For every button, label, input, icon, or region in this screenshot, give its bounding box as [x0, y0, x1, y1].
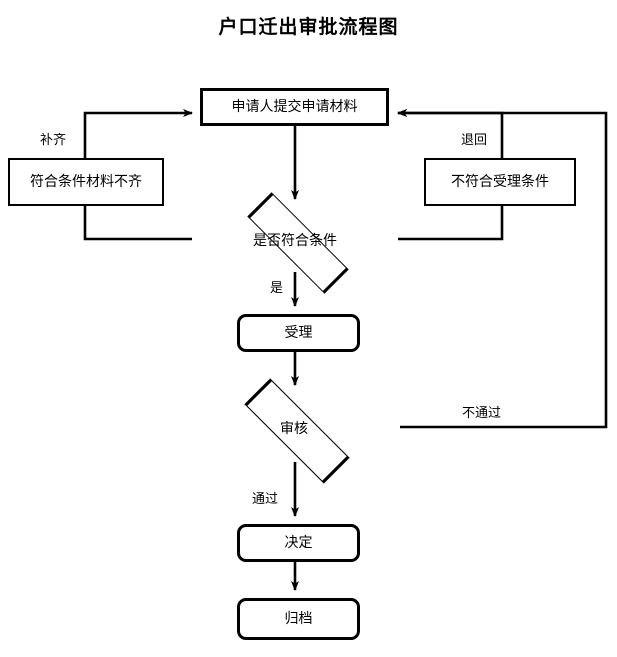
node-decide[interactable]: 决定 [237, 524, 360, 562]
edge-label-supplement: 补齐 [40, 133, 67, 148]
node-review[interactable]: 审核 [188, 377, 400, 484]
edge-label-fail: 不通过 [462, 406, 502, 421]
edge-label-pass: 通过 [252, 492, 279, 507]
node-archive-label: 归档 [284, 611, 313, 627]
node-rejected[interactable]: 不符合受理条件 [424, 158, 576, 206]
node-incomplete-label: 符合条件材料不齐 [30, 174, 142, 190]
edge-label-yes: 是 [270, 281, 284, 296]
node-accept[interactable]: 受理 [237, 314, 360, 352]
node-decide-label: 决定 [284, 535, 313, 551]
edge-label-return: 退回 [461, 133, 488, 148]
node-incomplete[interactable]: 符合条件材料不齐 [8, 158, 164, 206]
node-submit-label: 申请人提交申请材料 [231, 99, 358, 115]
node-accept-label: 受理 [284, 325, 313, 341]
node-archive[interactable]: 归档 [237, 598, 360, 640]
node-submit[interactable]: 申请人提交申请材料 [200, 88, 389, 126]
edge-review-fail-loop [397, 109, 608, 429]
node-review-label: 审核 [280, 420, 308, 437]
page-title: 户口迁出审批流程图 [218, 16, 399, 38]
node-rejected-label: 不符合受理条件 [451, 174, 549, 190]
node-check[interactable]: 是否符合条件 [192, 191, 398, 294]
node-check-label: 是否符合条件 [253, 232, 337, 249]
